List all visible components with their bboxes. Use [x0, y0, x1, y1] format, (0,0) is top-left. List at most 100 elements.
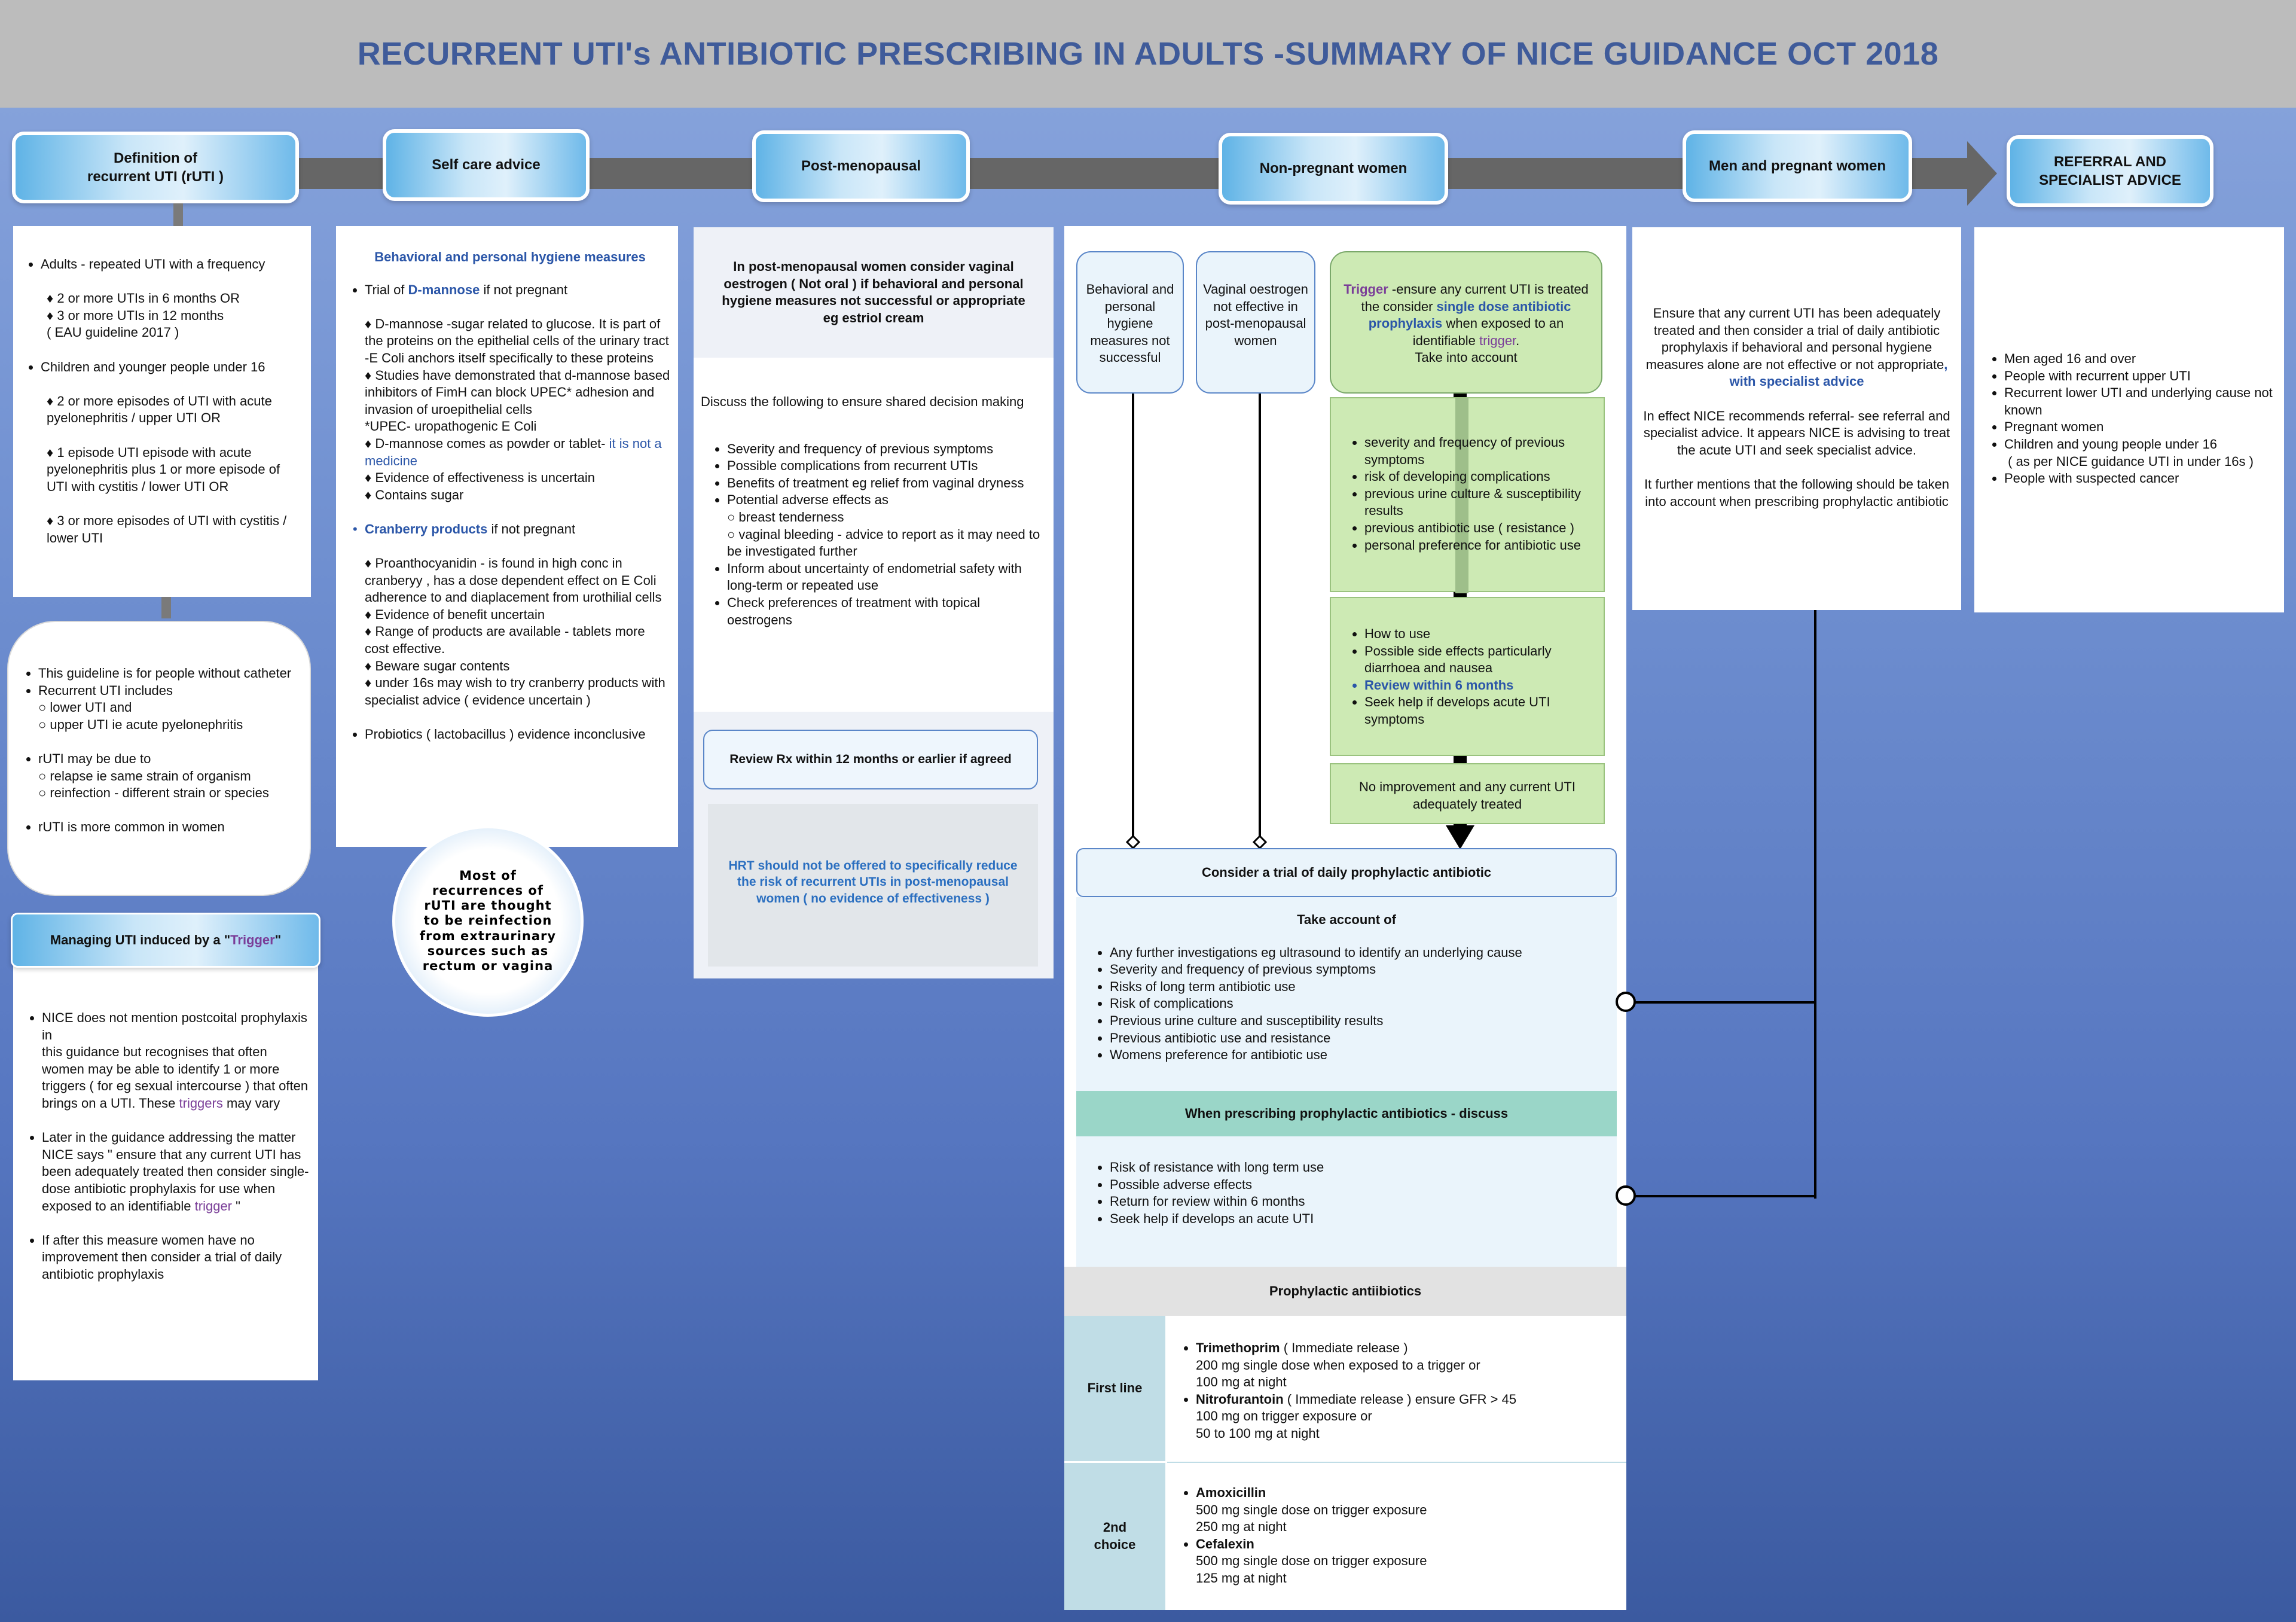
how-item: Possible side effects particularly diarr… [1364, 643, 1598, 677]
trigger-item: Later in the guidance addressing the mat… [42, 1129, 311, 1232]
header-non-pregnant: Non-pregnant women [1219, 133, 1448, 205]
diamond-marker [1126, 835, 1140, 849]
consider-trial-box: Consider a trial of daily prophylactic a… [1076, 848, 1617, 897]
referral-item: Children and young people under 16 ( as … [2004, 436, 2277, 470]
trigger-header-word: Trigger [230, 932, 275, 947]
hrt-box: HRT should not be offered to specificall… [708, 804, 1038, 967]
scope-item: This guideline is for people without cat… [38, 665, 298, 682]
probiotics-item: Probiotics ( lactobacillus ) evidence in… [365, 726, 672, 743]
diamond-marker [1253, 835, 1267, 849]
cranberry-item: • Cranberry products if not pregnant ♦ P… [353, 521, 665, 708]
header-definition: Definition of recurrent UTI (rUTI ) [12, 132, 299, 203]
referral-box: Men aged 16 and over People with recurre… [1974, 227, 2284, 612]
how-to-use-box: How to use Possible side effects particu… [1330, 597, 1605, 756]
trigger-item: NICE does not mention postcoital prophyl… [42, 1010, 311, 1129]
men-pregnant-box: Ensure that any current UTI has been ade… [1632, 227, 1961, 610]
definition-box: Adults - repeated UTI with a frequency ♦… [13, 226, 311, 597]
behavioral-not-successful-box: Behavioral and personal hygiene measures… [1076, 251, 1184, 394]
circle-text: Most of recurrences of rUTI are thought … [419, 868, 557, 973]
definition-connector [173, 203, 183, 226]
take-account-item: Womens preference for antibiotic use [1110, 1047, 1608, 1064]
when-item: Seek help if develops an acute UTI [1110, 1211, 1608, 1228]
first-line-label-cell: First line [1064, 1316, 1167, 1463]
post-meno-discuss: Discuss the following to ensure shared d… [701, 394, 1024, 409]
men-connector-vertical [1814, 610, 1816, 1199]
trigger-arrow-head [1446, 825, 1474, 849]
men-connector-h2 [1626, 1195, 1815, 1197]
consider-item: risk of developing complications [1364, 468, 1598, 486]
how-item: How to use [1364, 626, 1598, 643]
take-account-heading: Take account of [1297, 912, 1396, 927]
connector-node [1616, 1185, 1636, 1206]
take-account-item: Previous urine culture and susceptibilit… [1110, 1013, 1608, 1030]
take-into-account-box: severity and frequency of previous sympt… [1330, 397, 1605, 593]
definition-children: Children and younger people under 16 ♦ 2… [41, 359, 300, 547]
nitrofurantoin-item: Nitrofurantoin ( Immediate release ) ens… [1196, 1391, 1620, 1443]
definition-adults: Adults - repeated UTI with a frequency ♦… [41, 256, 300, 359]
trigger-box: NICE does not mention postcoital prophyl… [13, 914, 318, 1380]
take-account-item: Risk of complications [1110, 995, 1608, 1013]
take-account-item: Previous antibiotic use and resistance [1110, 1030, 1608, 1047]
post-meno-top: In post-menopausal women consider vagina… [694, 227, 1054, 358]
review-rx-box: Review Rx within 12 months or earlier if… [703, 730, 1038, 789]
faded-spine [1455, 398, 1468, 593]
d-mannose-item: Trial of D-mannose if not pregnant ♦ D-m… [365, 282, 672, 521]
timeline-arrow-head [1967, 141, 1997, 206]
prophylactic-heading: Prophylactic antiibiotics [1064, 1267, 1626, 1316]
how-item: Review within 6 months [1364, 677, 1598, 694]
take-account-item: Risks of long term antibiotic use [1110, 978, 1608, 996]
when-prescribing-heading: When prescribing prophylactic antibiotic… [1076, 1091, 1617, 1136]
consider-item: personal preference for antibiotic use [1364, 537, 1598, 554]
men-connector-h1 [1626, 1001, 1815, 1004]
post-meno-item: Possible complications from recurrent UT… [727, 458, 1048, 475]
reinfection-circle: Most of recurrences of rUTI are thought … [392, 825, 584, 1017]
trigger-box-green: Trigger -ensure any current UTI is treat… [1330, 251, 1602, 394]
connector-node [1616, 992, 1636, 1012]
take-account-item: Severity and frequency of previous sympt… [1110, 961, 1608, 978]
take-account-item: Any further investigations eg ultrasound… [1110, 944, 1608, 962]
page-title: RECURRENT UTI's ANTIBIOTIC PRESCRIBING I… [357, 36, 1939, 72]
referral-item: Men aged 16 and over [2004, 350, 2277, 368]
connector-oestrogen [1259, 394, 1261, 839]
post-meno-item: Benefits of treatment eg relief from vag… [727, 475, 1048, 492]
guideline-scope-box: This guideline is for people without cat… [7, 621, 311, 896]
post-meno-item: Potential adverse effects as○ breast ten… [727, 492, 1048, 560]
referral-item: Recurrent lower UTI and underlying cause… [2004, 385, 2277, 419]
no-improvement-box: No improvement and any current UTI adequ… [1330, 763, 1605, 824]
post-meno-item: Check preferences of treatment with topi… [727, 594, 1048, 629]
trimethoprim-item: Trimethoprim ( Immediate release )200 mg… [1196, 1340, 1620, 1391]
self-care-box: Behavioral and personal hygiene measures… [336, 226, 678, 847]
when-item: Possible adverse effects [1110, 1176, 1608, 1194]
header-referral: REFERRAL AND SPECIALIST ADVICE [2007, 135, 2213, 207]
post-meno-item: Severity and frequency of previous sympt… [727, 441, 1048, 458]
header-self-care: Self care advice [383, 129, 590, 201]
how-item: Seek help if develops acute UTI symptoms [1364, 694, 1598, 728]
connector-behavioral [1132, 394, 1134, 839]
trigger-header: Managing UTI induced by a " Trigger " [11, 913, 320, 968]
second-choice-label-cell: 2nd choice [1064, 1463, 1167, 1610]
take-account-of-box: Take account of Any further investigatio… [1076, 897, 1617, 1091]
prophylactic-table: Prophylactic antiibiotics First line Tri… [1064, 1267, 1626, 1610]
scope-item: rUTI may be due to○ relapse ie same stra… [38, 751, 298, 819]
post-meno-item: Inform about uncertainty of endometrial … [727, 560, 1048, 594]
when-item: Risk of resistance with long term use [1110, 1159, 1608, 1176]
trigger-item: If after this measure women have no impr… [42, 1232, 311, 1283]
post-menopausal-box: In post-menopausal women consider vagina… [694, 227, 1054, 978]
scope-item: rUTI is more common in women [38, 819, 298, 836]
self-care-heading: Behavioral and personal hygiene measures [374, 249, 646, 264]
referral-item: People with recurrent upper UTI [2004, 368, 2277, 385]
first-line-content: Trimethoprim ( Immediate release )200 mg… [1167, 1316, 1626, 1463]
definition-connector-2 [161, 597, 171, 618]
vaginal-oestrogen-not-effective-box: Vaginal oestrogen not effective in post-… [1196, 251, 1315, 394]
header-post-menopausal: Post-menopausal [752, 130, 970, 202]
referral-item: People with suspected cancer [2004, 470, 2277, 487]
scope-item: Recurrent UTI includes○ lower UTI and○ u… [38, 682, 298, 751]
header-bar: RECURRENT UTI's ANTIBIOTIC PRESCRIBING I… [0, 0, 2296, 108]
consider-item: previous urine culture & susceptibility … [1364, 486, 1598, 520]
header-men-pregnant: Men and pregnant women [1683, 130, 1912, 202]
referral-item: Pregnant women [2004, 419, 2277, 436]
when-item: Return for review within 6 months [1110, 1193, 1608, 1211]
